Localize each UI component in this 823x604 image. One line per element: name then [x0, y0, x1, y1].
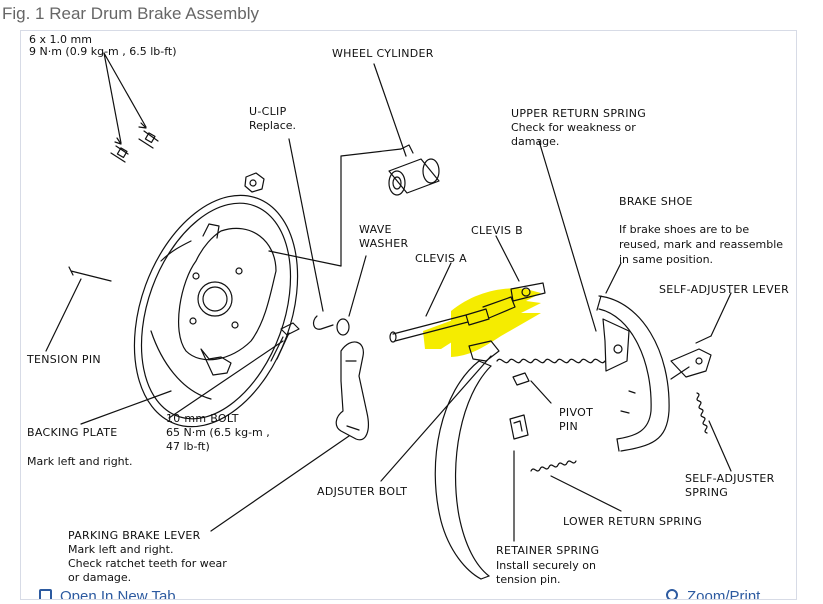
backing-plate-note: Mark left and right.	[27, 455, 133, 468]
upper-return-spring-icon	[496, 358, 606, 364]
leader-line	[103, 52, 147, 144]
parking-brake-lever-note: Mark left and right.	[68, 543, 174, 556]
leader-line	[380, 355, 492, 482]
self-adjuster-spring-label: SPRING	[685, 486, 729, 499]
leader-line	[288, 138, 324, 312]
leader-line	[605, 262, 622, 294]
u-clip-note: Replace.	[249, 119, 297, 132]
zoom-print-label: Zoom/Print	[687, 588, 761, 600]
brake-shoe-label: BRAKE SHOE	[619, 195, 693, 208]
leader-line	[168, 340, 284, 419]
zoom-icon	[666, 589, 678, 599]
brake-diagram	[45, 52, 732, 580]
leader-line	[530, 380, 552, 404]
leader-line	[708, 420, 732, 472]
u-clip-label: U-CLIP	[249, 105, 287, 118]
clevis-a-label: CLEVIS A	[415, 252, 467, 265]
pivot-pin-icon	[512, 372, 530, 386]
bolt-10mm-torque: 47 lb-ft)	[166, 440, 210, 453]
bolt-10mm-label: 10 mm BOLT	[166, 412, 239, 425]
retainer-spring-note: Install securely on	[496, 559, 596, 572]
leader-line	[550, 475, 622, 512]
tension-pin-label: TENSION PIN	[27, 353, 101, 366]
brake-shoe-note: If brake shoes are to be	[619, 223, 750, 236]
u-clip-icon	[312, 315, 334, 330]
adjuster-bolt-label: ADJSUTER BOLT	[317, 485, 408, 498]
bolt-10mm-icon	[270, 322, 300, 362]
brake-shoe-note: reused, mark and reassemble	[619, 238, 784, 251]
leader-line	[495, 235, 520, 282]
parking-brake-lever-note: Check ratchet teeth for wear	[68, 557, 227, 570]
backing-plate-label: BACKING PLATE	[27, 426, 118, 439]
lower-return-spring-icon	[530, 460, 577, 472]
pivot-pin-label: PIN	[559, 420, 579, 433]
wave-washer-label: WAVE	[359, 223, 392, 236]
upper-return-spring-note: Check for weakness or	[511, 121, 636, 134]
tension-pin-icon	[68, 266, 112, 282]
backing-plate-icon	[133, 194, 299, 428]
parking-brake-lever-note: or damage.	[68, 571, 132, 584]
self-adjuster-spring-icon	[696, 392, 708, 434]
open-new-tab-label: Open In New Tab	[60, 588, 176, 600]
parking-lever-icon	[335, 341, 369, 441]
parking-brake-lever-label: PARKING BRAKE LEVER	[68, 529, 201, 542]
bolt-icon	[110, 130, 159, 163]
leader-line	[80, 390, 172, 425]
clevis-b-label: CLEVIS B	[471, 224, 523, 237]
leader-line	[45, 278, 82, 352]
image-toolbar: Open In New Tab Zoom/Print	[21, 588, 796, 600]
wave-washer-icon	[336, 318, 350, 336]
wave-washer-label: WASHER	[359, 237, 409, 250]
bolt-spec-label: 9 N·m (0.9 kg-m , 6.5 lb-ft)	[29, 45, 177, 58]
diagram-frame: 6 x 1.0 mm 9 N·m (0.9 kg-m , 6.5 lb-ft) …	[20, 30, 797, 600]
retainer-spring-label: RETAINER SPRING	[496, 544, 600, 557]
leader-line	[210, 435, 350, 532]
adjuster-bolt-icon	[389, 282, 546, 343]
figure-title: Fig. 1 Rear Drum Brake Assembly	[2, 4, 259, 23]
upper-return-spring-label: UPPER RETURN SPRING	[511, 107, 647, 120]
self-adjuster-lever-icon	[670, 335, 712, 380]
pivot-plate-icon	[468, 340, 500, 362]
open-tab-icon	[39, 589, 52, 599]
brake-shoe-right-icon	[596, 295, 670, 452]
bolt-10mm-torque: 65 N·m (6.5 kg-m ,	[166, 426, 270, 439]
retainer-spring-icon	[509, 414, 529, 440]
zoom-print-link[interactable]: Zoom/Print	[666, 588, 761, 600]
leader-line	[425, 262, 452, 317]
bolt-spec-label: 6 x 1.0 mm	[29, 33, 92, 46]
wheel-cylinder-label: WHEEL CYLINDER	[332, 47, 434, 60]
open-new-tab-link[interactable]: Open In New Tab	[39, 588, 176, 600]
leader-line	[538, 140, 597, 332]
self-adjuster-spring-label: SELF-ADJUSTER	[685, 472, 775, 485]
brake-shoe-note: in same position.	[619, 253, 714, 266]
upper-return-spring-note: damage.	[511, 135, 560, 148]
retainer-spring-note: tension pin.	[496, 573, 561, 586]
pivot-pin-label: PIVOT	[559, 406, 594, 419]
brake-shoe-left-icon	[434, 360, 492, 580]
nut-icon	[244, 172, 265, 193]
leader-line	[348, 255, 367, 317]
leader-line	[710, 292, 732, 337]
highlight-mark	[451, 288, 541, 357]
leader-line	[373, 63, 407, 157]
wheel-cylinder-icon	[388, 144, 440, 196]
lower-return-spring-label: LOWER RETURN SPRING	[563, 515, 703, 528]
self-adjuster-lever-label: SELF-ADJUSTER LEVER	[659, 283, 790, 296]
